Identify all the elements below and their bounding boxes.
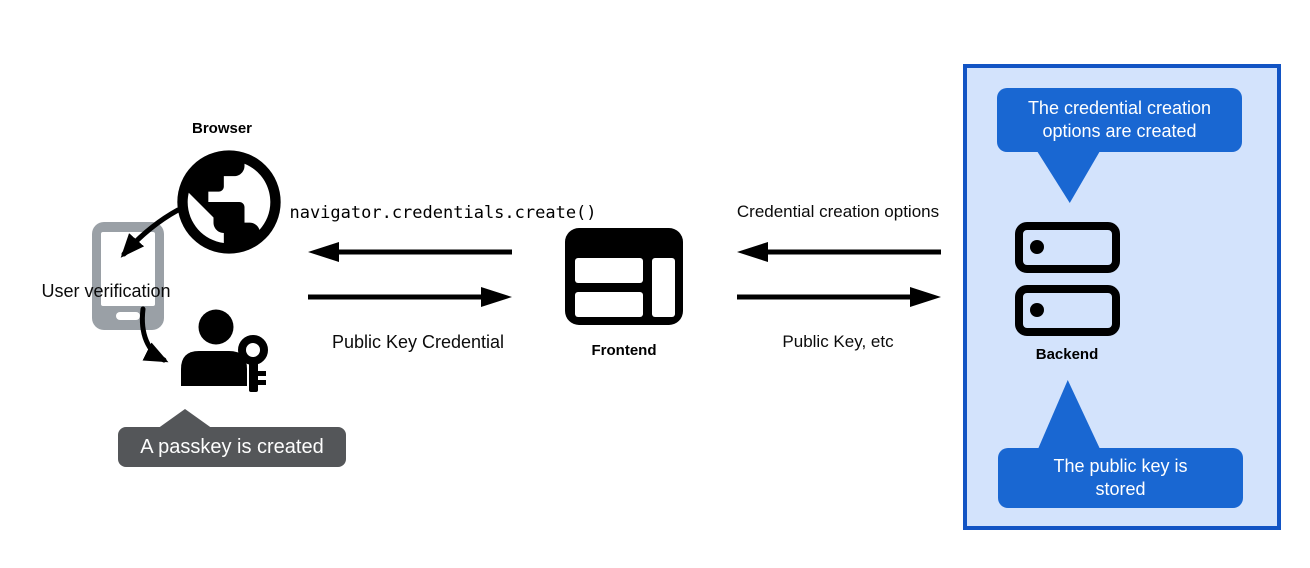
server-led bbox=[1030, 240, 1044, 254]
arrow-public-key-credential bbox=[308, 287, 512, 307]
options-created-bubble: The credential creation options are crea… bbox=[997, 88, 1242, 152]
create-call-label: navigator.credentials.create() bbox=[289, 203, 597, 223]
public-key-credential-label: Public Key Credential bbox=[331, 332, 505, 352]
backend-label: Backend bbox=[1035, 346, 1099, 363]
passkey-created-tooltip: A passkey is created bbox=[118, 427, 346, 467]
globe-icon bbox=[177, 150, 281, 254]
key-tooth bbox=[257, 380, 266, 385]
options-created-bubble-pointer bbox=[1037, 151, 1100, 203]
browser-window-icon bbox=[565, 228, 683, 325]
public-key-stored-bubble-pointer bbox=[1038, 380, 1100, 449]
globe-land-left bbox=[187, 192, 224, 243]
options-created-text: The credential creation options are crea… bbox=[1027, 97, 1212, 141]
key-shaft bbox=[249, 361, 258, 392]
window-pane bbox=[575, 292, 643, 317]
user-verification-label: User verification bbox=[41, 281, 171, 301]
public-key-stored-bubble: The public key is stored bbox=[998, 448, 1243, 508]
browser-label: Browser bbox=[191, 120, 253, 137]
window-sidebar-pane bbox=[652, 258, 675, 317]
person-head bbox=[198, 309, 234, 345]
credential-creation-options-label: Credential creation options bbox=[736, 202, 940, 221]
passkey-created-text: A passkey is created bbox=[140, 435, 324, 458]
phone-home-bar bbox=[116, 312, 140, 320]
server-unit bbox=[1015, 285, 1120, 336]
server-led bbox=[1030, 303, 1044, 317]
passkey-tooltip-pointer bbox=[157, 409, 213, 429]
arrow-public-key-etc bbox=[737, 287, 941, 307]
arrow-credential-creation-options bbox=[737, 242, 941, 262]
public-key-etc-label: Public Key, etc bbox=[782, 332, 894, 351]
arrow-phone-to-user bbox=[139, 306, 169, 363]
backend-panel: The credential creation options are crea… bbox=[963, 64, 1281, 530]
arrow-create-call bbox=[308, 242, 512, 262]
frontend-label: Frontend bbox=[591, 342, 657, 359]
person-body bbox=[181, 351, 247, 386]
key-tooth bbox=[257, 371, 266, 376]
server-unit bbox=[1015, 222, 1120, 273]
arrow-globe-to-phone bbox=[120, 207, 181, 258]
window-pane bbox=[575, 258, 643, 283]
verification-flow-arrows bbox=[120, 207, 181, 363]
server-stack-icon bbox=[1015, 222, 1120, 336]
person-with-key-icon bbox=[181, 309, 268, 392]
public-key-stored-text: The public key is stored bbox=[1053, 455, 1188, 499]
